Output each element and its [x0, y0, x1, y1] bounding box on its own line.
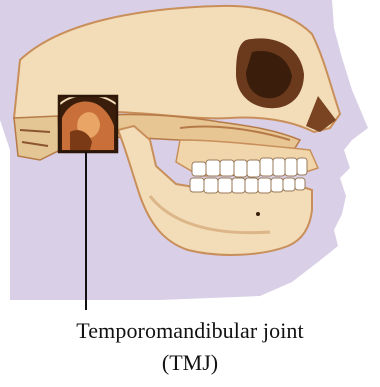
lower-teeth: [190, 178, 305, 193]
mastoid-region: [14, 116, 60, 160]
tmj-label-line2: (TMJ): [0, 350, 380, 376]
mental-foramen: [256, 212, 260, 216]
tmj-label-line1: Temporomandibular joint: [0, 318, 380, 344]
tmj-joint: [59, 95, 117, 152]
skull-illustration: [0, 0, 380, 310]
upper-teeth: [192, 158, 307, 177]
